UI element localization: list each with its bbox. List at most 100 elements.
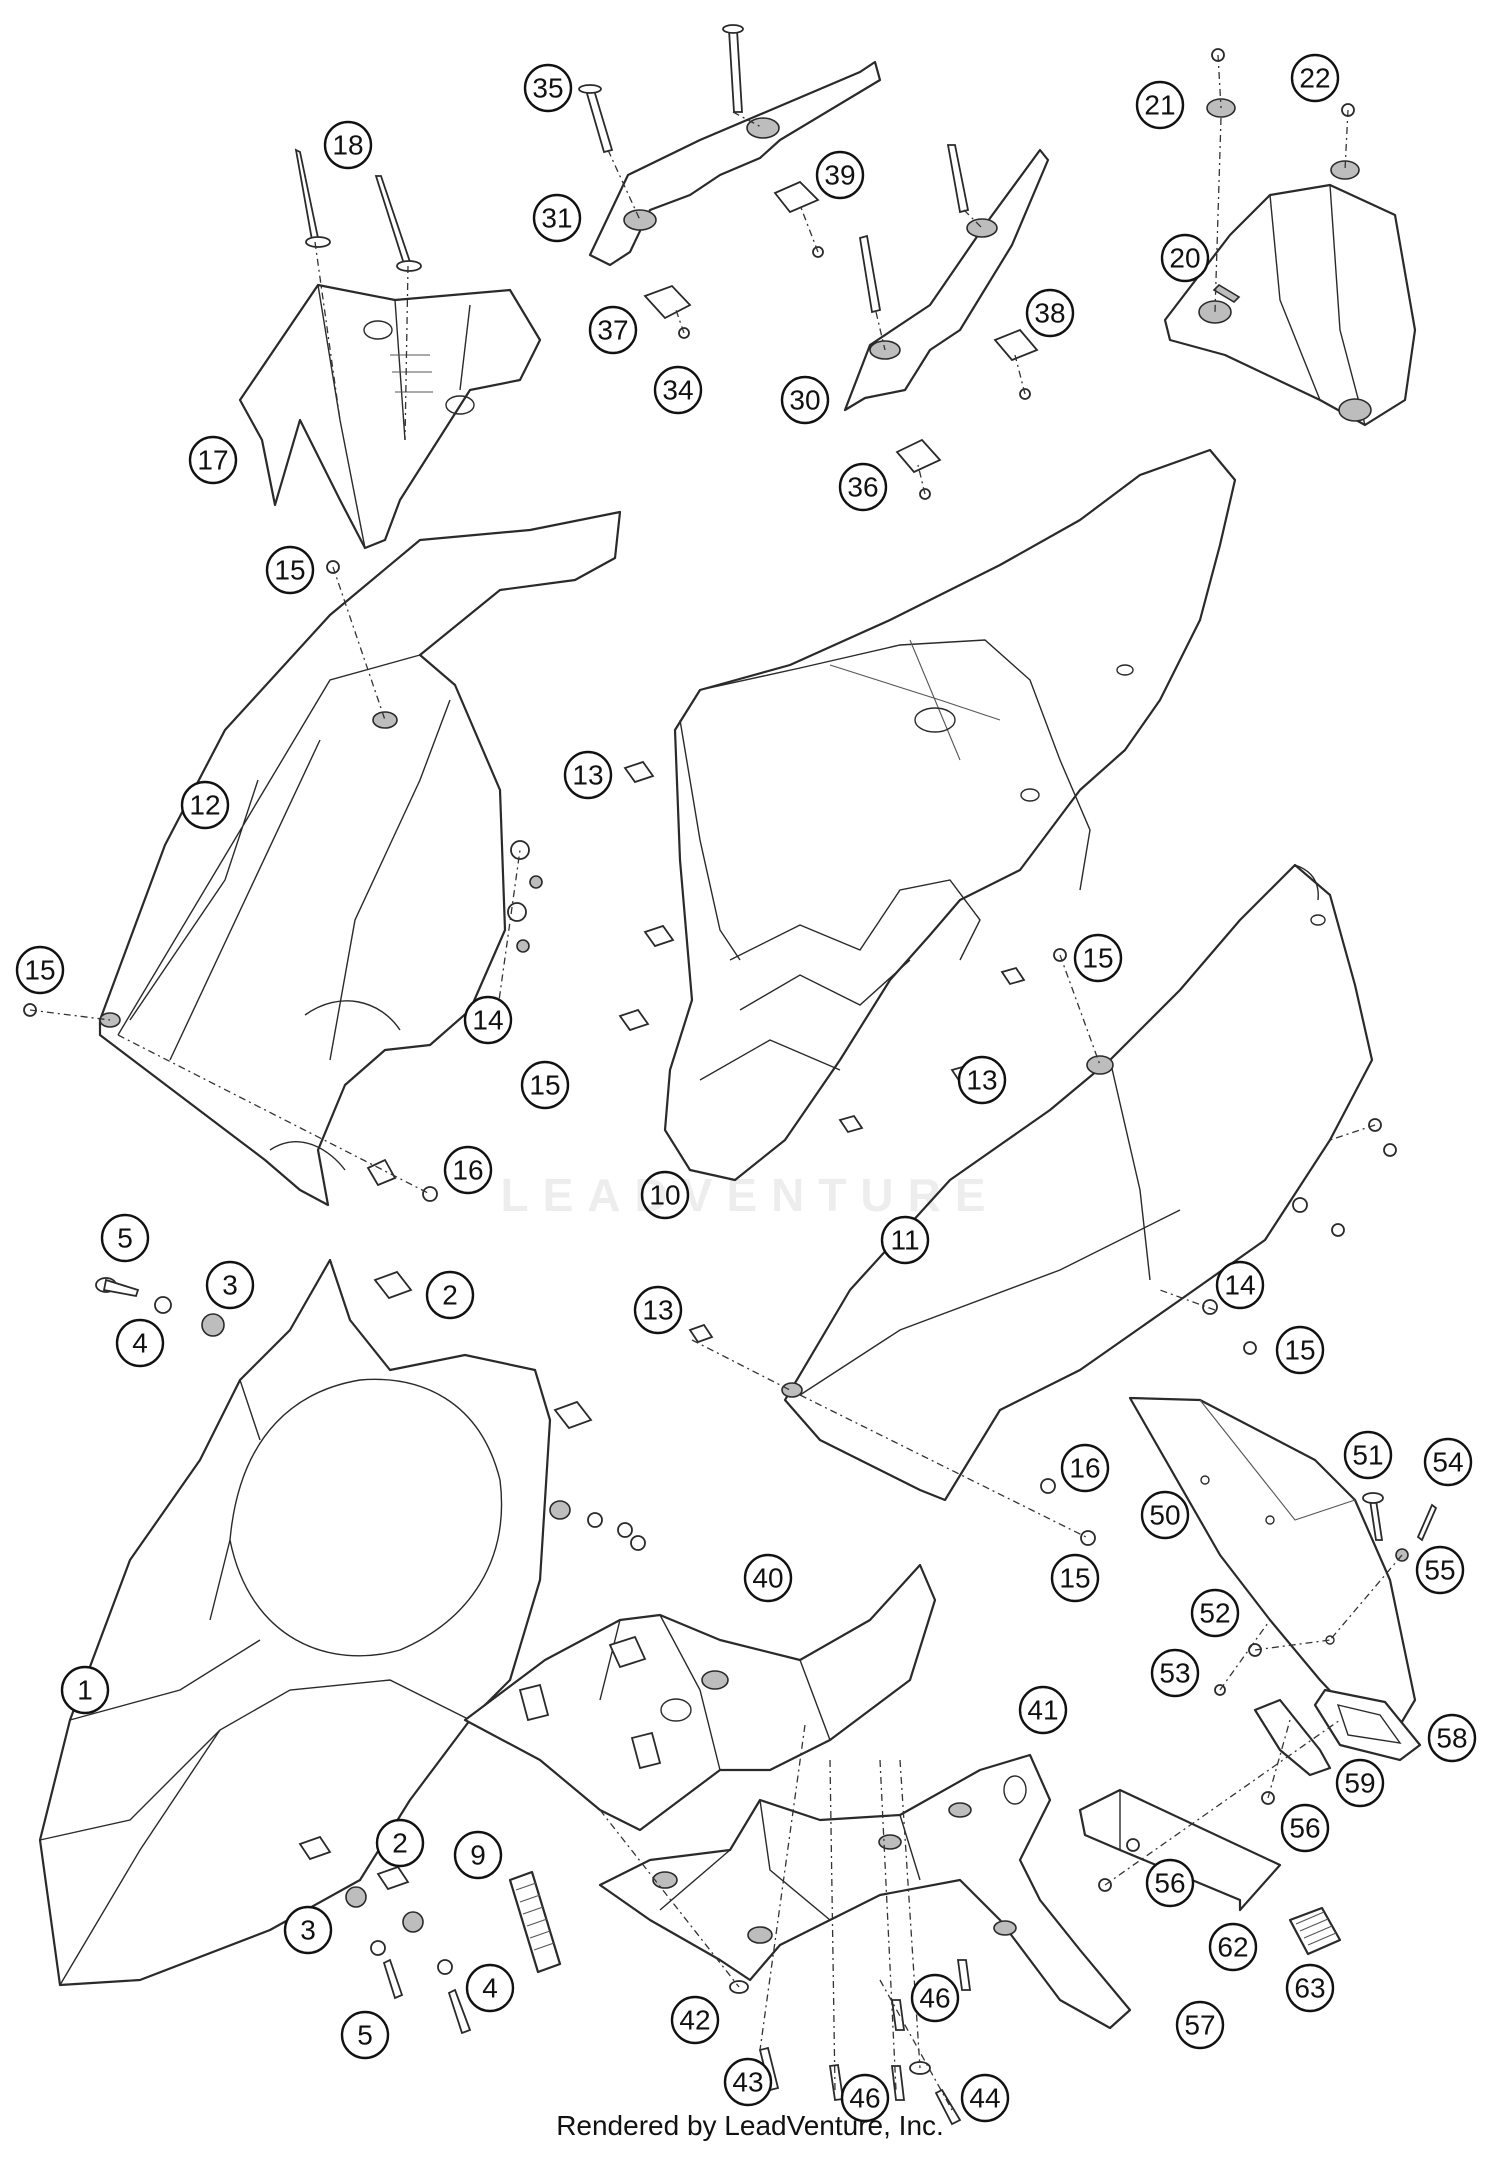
svg-text:15: 15	[1059, 1563, 1090, 1594]
svg-text:21: 21	[1144, 90, 1175, 121]
callout-53: 53	[1150, 1648, 1200, 1698]
callout-38: 38	[1025, 288, 1075, 338]
clip-nuts-upper	[643, 180, 1039, 500]
callout-15e: 15	[1275, 1325, 1325, 1375]
svg-text:22: 22	[1299, 63, 1330, 94]
callout-30: 30	[780, 375, 830, 425]
callout-5b: 5	[340, 2010, 390, 2060]
callout-12: 12	[180, 780, 230, 830]
callout-31: 31	[532, 193, 582, 243]
part-59-bracket	[1253, 1698, 1332, 1777]
part-31-grab-rail-left	[578, 24, 882, 267]
svg-text:15: 15	[24, 955, 55, 986]
svg-text:44: 44	[969, 2083, 1000, 2114]
callout-10: 10	[640, 1170, 690, 1220]
watermark-text: LEADVENTURE	[500, 1169, 1000, 1221]
callout-34: 34	[653, 365, 703, 415]
callout-22: 22	[1290, 53, 1340, 103]
svg-text:13: 13	[572, 760, 603, 791]
callout-46b: 46	[840, 2073, 890, 2123]
callout-18: 18	[323, 120, 373, 170]
callout-51: 51	[1343, 1430, 1393, 1480]
svg-text:42: 42	[679, 2005, 710, 2036]
svg-text:51: 51	[1352, 1440, 1383, 1471]
svg-text:62: 62	[1217, 1932, 1248, 1963]
callout-4b: 4	[465, 1963, 515, 2013]
svg-text:18: 18	[332, 130, 363, 161]
callout-63: 63	[1285, 1963, 1335, 2013]
svg-text:55: 55	[1424, 1555, 1455, 1586]
part-9-foam-strip	[508, 1870, 562, 1974]
callout-14b: 14	[1215, 1260, 1265, 1310]
svg-text:46: 46	[919, 1983, 950, 2014]
part-20-rear-mudguard	[1163, 183, 1417, 427]
callout-2b: 2	[375, 1818, 425, 1868]
part-63-grille	[1288, 1906, 1342, 1956]
svg-text:15: 15	[274, 555, 305, 586]
svg-text:46: 46	[849, 2083, 880, 2114]
callout-15f: 15	[1050, 1553, 1100, 1603]
part-30-grab-rail-right	[843, 144, 1050, 412]
leader-lines	[29, 54, 1403, 2111]
callout-59: 59	[1335, 1758, 1385, 1808]
svg-text:58: 58	[1436, 1723, 1467, 1754]
svg-text:2: 2	[392, 1828, 408, 1859]
svg-text:43: 43	[732, 2067, 763, 2098]
part-11-side-panel-right	[688, 863, 1397, 1546]
callout-58: 58	[1427, 1713, 1477, 1763]
svg-text:13: 13	[642, 1295, 673, 1326]
callout-56b: 56	[1145, 1858, 1195, 1908]
svg-text:11: 11	[890, 1225, 919, 1256]
callout-5a: 5	[100, 1213, 150, 1263]
part-10-tail-base	[618, 448, 1237, 1182]
callout-15b: 15	[15, 945, 65, 995]
hardware-41-bolts	[729, 1959, 972, 2126]
callout-40: 40	[743, 1553, 793, 1603]
svg-text:57: 57	[1184, 2010, 1215, 2041]
svg-text:30: 30	[789, 385, 820, 416]
callout-13a: 13	[563, 750, 613, 800]
callout-43: 43	[723, 2057, 773, 2107]
hardware-50	[1214, 1492, 1438, 1696]
callout-36: 36	[838, 462, 888, 512]
svg-text:31: 31	[541, 203, 572, 234]
part-58-reflector	[1313, 1688, 1422, 1762]
svg-text:13: 13	[966, 1065, 997, 1096]
callout-62: 62	[1208, 1922, 1258, 1972]
callout-1: 1	[60, 1665, 110, 1715]
callout-11: 11	[880, 1215, 930, 1265]
render-credit: Rendered by LeadVenture, Inc.	[556, 2110, 944, 2141]
svg-text:5: 5	[117, 1223, 133, 1254]
callout-20: 20	[1160, 233, 1210, 283]
svg-text:59: 59	[1344, 1768, 1375, 1799]
svg-text:3: 3	[300, 1915, 316, 1946]
callout-3a: 3	[205, 1260, 255, 1310]
callout-21: 21	[1135, 80, 1185, 130]
callout-13b: 13	[957, 1055, 1007, 1105]
svg-text:40: 40	[752, 1563, 783, 1594]
part-50-plate-holder	[1128, 1396, 1417, 1727]
callout-46a: 46	[910, 1973, 960, 2023]
svg-text:5: 5	[357, 2020, 373, 2051]
svg-text:36: 36	[847, 472, 878, 503]
svg-text:56: 56	[1289, 1813, 1320, 1844]
svg-text:50: 50	[1149, 1500, 1180, 1531]
callouts: 1 2 2 3 3 4 4 5 5 9 10 11 12 13 13 13 14…	[15, 53, 1477, 2123]
callout-4a: 4	[115, 1318, 165, 1368]
svg-text:14: 14	[472, 1005, 503, 1036]
svg-text:20: 20	[1169, 243, 1200, 274]
callout-39: 39	[815, 150, 865, 200]
svg-text:2: 2	[442, 1280, 458, 1311]
callout-13c: 13	[633, 1285, 683, 1335]
svg-text:9: 9	[470, 1840, 486, 1871]
part-1-front-cowl	[38, 1258, 646, 1987]
svg-text:4: 4	[482, 1973, 498, 2004]
svg-text:41: 41	[1027, 1695, 1058, 1726]
svg-text:3: 3	[222, 1270, 238, 1301]
callout-52: 52	[1190, 1588, 1240, 1638]
svg-text:52: 52	[1199, 1598, 1230, 1629]
svg-text:63: 63	[1294, 1973, 1325, 2004]
part-12-side-panel-left	[98, 510, 622, 1207]
callout-14a: 14	[463, 995, 513, 1045]
